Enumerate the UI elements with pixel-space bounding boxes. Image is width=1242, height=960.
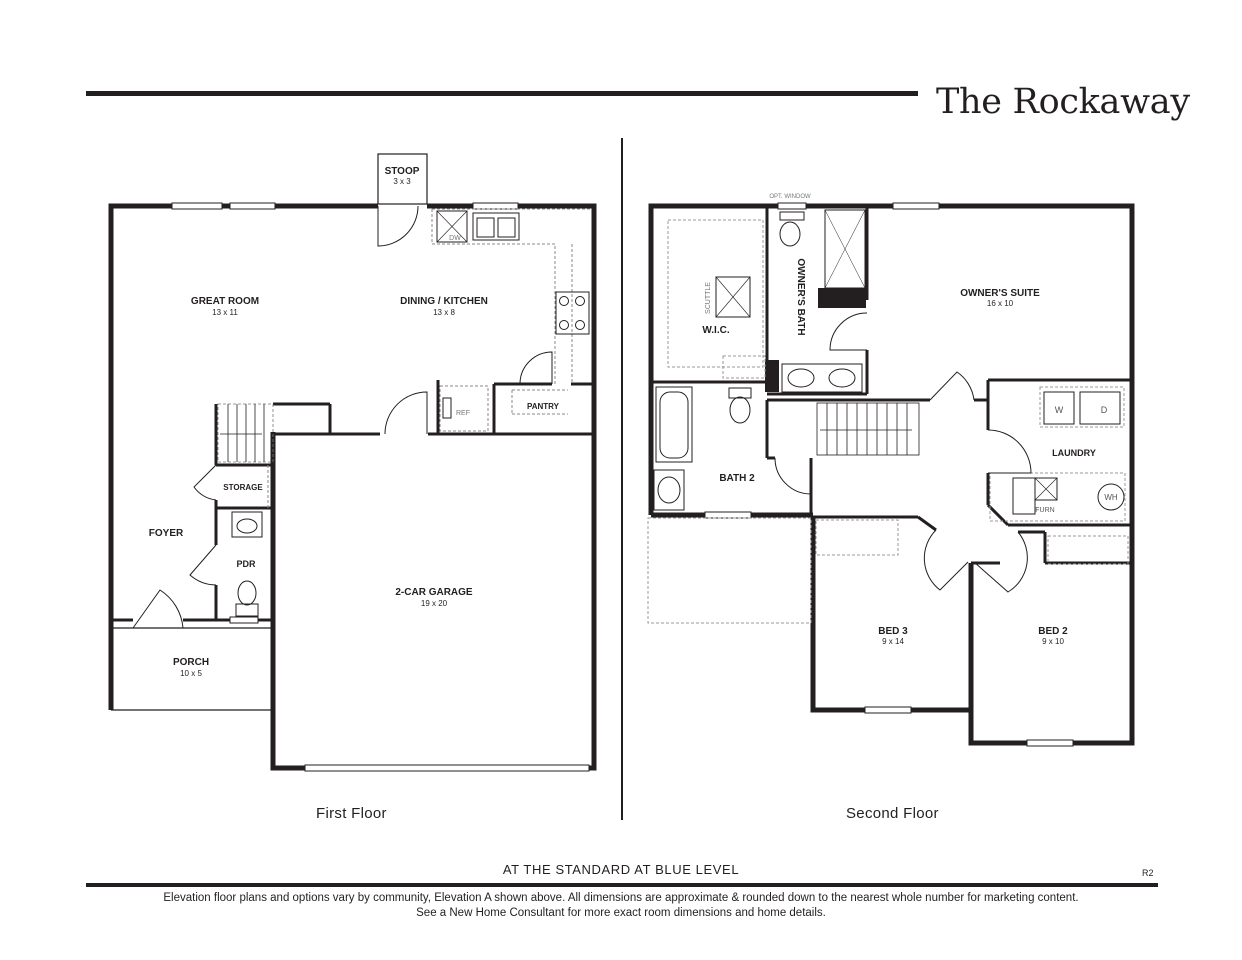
stoop-label: STOOP	[385, 166, 420, 177]
bed2-label: BED 2	[1038, 626, 1068, 637]
bed3-dim: 9 x 14	[882, 637, 904, 646]
laundry-label: LAUNDRY	[1052, 448, 1096, 458]
bed2-dim: 9 x 10	[1042, 637, 1064, 646]
bath2-label: BATH 2	[719, 473, 755, 484]
first-floor-doors	[132, 205, 553, 629]
first-floor-stairs	[217, 403, 274, 463]
second-floor-interior-walls	[651, 206, 1132, 565]
plan-title: The Rockaway	[936, 82, 1190, 122]
dryer-label: D	[1101, 405, 1108, 415]
pantry-label: PANTRY	[527, 402, 560, 411]
disclaimer-line-2: See a New Home Consultant for more exact…	[416, 907, 826, 919]
storage-label: STORAGE	[223, 483, 263, 492]
second-floor-plan: OPT. WINDOW SCUTTLE W D WH FURN	[647, 194, 1135, 747]
level-note: AT THE STANDARD AT BLUE LEVEL	[502, 862, 740, 877]
bottom-rule	[86, 883, 1158, 887]
bath-fixtures	[653, 209, 1125, 515]
second-floor-stairs	[816, 402, 920, 456]
shower-bench	[818, 288, 866, 308]
pdr-label: PDR	[236, 559, 256, 569]
bed3-label: BED 3	[878, 626, 908, 637]
foyer-label: FOYER	[149, 528, 184, 539]
dishwasher-label: DW	[449, 235, 461, 242]
first-floor-label: First Floor	[316, 805, 387, 822]
refrigerator-label: REF	[456, 410, 470, 417]
owners-suite-dim: 16 x 10	[987, 299, 1014, 308]
first-floor-walls	[108, 203, 597, 771]
dining-kitchen-label: DINING / KITCHEN	[400, 296, 488, 307]
first-floor-windows	[171, 202, 590, 772]
porch-dim: 10 x 5	[180, 669, 202, 678]
first-floor-plan: DW REF	[108, 153, 597, 772]
wic-label: W.I.C.	[702, 325, 729, 336]
kitchen-counters	[431, 208, 591, 415]
powder-room-fixtures	[231, 511, 263, 617]
great-room-label: GREAT ROOM	[191, 296, 259, 307]
floor-divider	[621, 138, 623, 820]
garage-label: 2-CAR GARAGE	[395, 587, 473, 598]
wall-chase	[765, 360, 779, 392]
water-heater-label: WH	[1104, 493, 1118, 502]
plan-code: R2	[1142, 868, 1154, 878]
porch-outline	[111, 627, 273, 711]
owners-bath-label: OWNER'S BATH	[795, 258, 806, 335]
opt-window-label: OPT. WINDOW	[769, 194, 811, 200]
title-rule	[86, 91, 918, 96]
second-floor-label: Second Floor	[846, 805, 939, 822]
great-room-dim: 13 x 11	[212, 308, 238, 317]
second-floor-windows	[704, 202, 1074, 747]
garage-dim: 19 x 20	[421, 599, 448, 608]
second-floor-doors	[774, 312, 1032, 593]
disclaimer-line-1: Elevation floor plans and options vary b…	[163, 892, 1079, 904]
stoop-outline	[377, 153, 428, 205]
disclaimer: Elevation floor plans and options vary b…	[0, 891, 1242, 921]
dining-kitchen-dim: 13 x 8	[433, 308, 455, 317]
washer-label: W	[1055, 405, 1064, 415]
kitchen-appliances	[436, 210, 590, 432]
porch-label: PORCH	[173, 657, 209, 668]
owners-suite-label: OWNER'S SUITE	[960, 288, 1040, 299]
first-floor-interior-walls	[111, 380, 594, 622]
furnace-label: FURN	[1035, 507, 1054, 514]
stoop-dim: 3 x 3	[393, 177, 411, 186]
scuttle-label: SCUTTLE	[705, 282, 712, 314]
second-floor-dashed	[647, 219, 1129, 624]
